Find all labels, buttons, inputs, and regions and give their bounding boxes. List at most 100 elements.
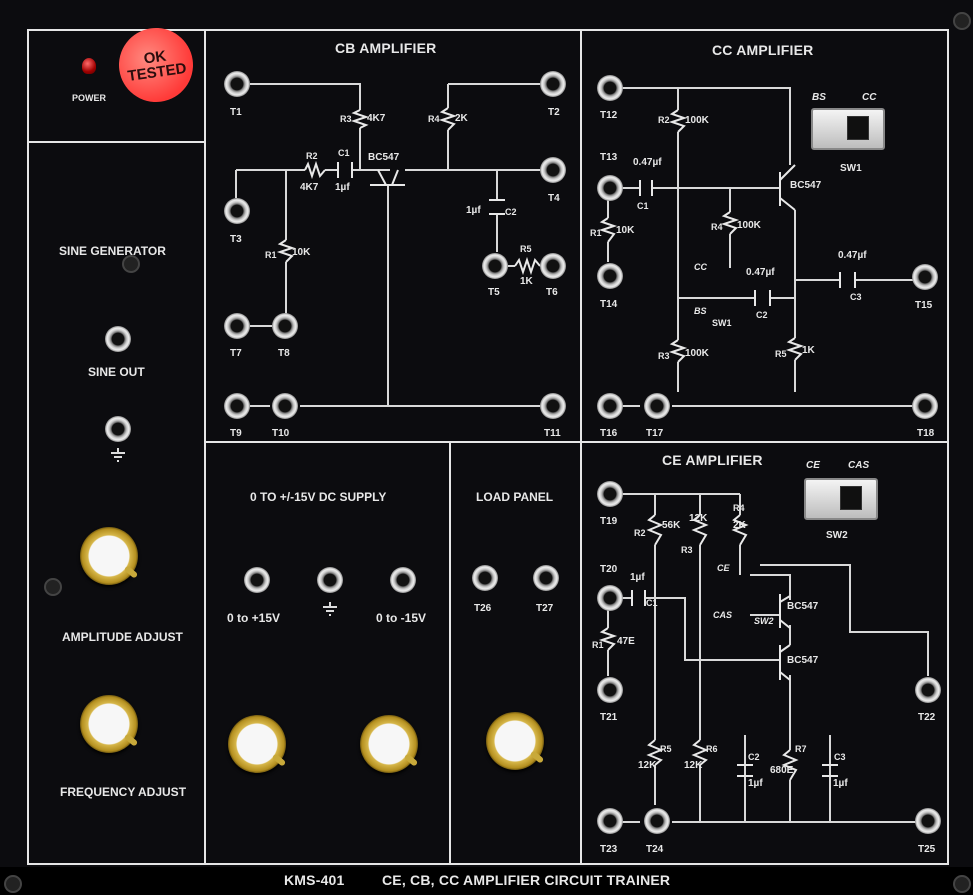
terminal-t27[interactable] [533,565,559,591]
terminal-t7[interactable] [224,313,250,339]
t8-label: T8 [278,348,290,359]
t16-label: T16 [600,428,618,439]
terminal-t10[interactable] [272,393,298,419]
cb-r2-ref: R2 [306,151,318,161]
terminal-t1[interactable] [224,71,250,97]
dc-pos-knob[interactable] [228,715,286,773]
panel-screw-bottom-left [4,875,22,893]
panel-screw-bottom-right [953,875,971,893]
terminal-t6[interactable] [540,253,566,279]
terminal-t9[interactable] [224,393,250,419]
dc-supply-title: 0 TO +/-15V DC SUPPLY [250,490,387,504]
cb-r3-value: 4K7 [367,113,386,124]
t15-label: T15 [915,300,933,311]
sticker-text: OK TESTED [126,47,188,85]
ce-c2-ref: C2 [748,752,760,762]
ce-transistor1-label: BC547 [787,601,819,612]
frequency-adjust-label: FREQUENCY ADJUST [60,785,187,799]
t3-label: T3 [230,234,242,245]
ce-r2-ref: R2 [634,528,646,538]
t27-label: T27 [536,603,554,614]
cc-c1-ref: C1 [637,201,649,211]
cc-r3-ref: R3 [658,351,670,361]
dc-neg-knob[interactable] [360,715,418,773]
panel-screw-top-right [953,12,971,30]
terminal-t20[interactable] [597,585,623,611]
sine-out-terminal[interactable] [105,326,131,352]
cb-c2-ref: C2 [505,207,517,217]
cc-c2-ref: C2 [756,310,768,320]
trainer-title: CE, CB, CC AMPLIFIER CIRCUIT TRAINER [382,872,671,888]
terminal-t25[interactable] [915,808,941,834]
ce-switch-sw2-pos: SW2 [754,616,774,626]
terminal-t4[interactable] [540,157,566,183]
t7-label: T7 [230,348,242,359]
ce-r7-ref: R7 [795,744,807,754]
terminal-t11[interactable] [540,393,566,419]
cc-r4-ref: R4 [711,222,723,232]
ground-icon [111,448,125,462]
cb-r3-ref: R3 [340,114,352,124]
t25-label: T25 [918,844,936,855]
t11-label: T11 [544,428,561,439]
terminal-t13[interactable] [597,175,623,201]
power-led [82,58,96,74]
dc-pos-terminal[interactable] [244,567,270,593]
cc-c1-value: 0.47µf [633,157,662,168]
terminal-t14[interactable] [597,263,623,289]
sine-ground-terminal[interactable] [105,416,131,442]
sw2-toggle-switch[interactable] [804,478,878,520]
terminal-t24[interactable] [644,808,670,834]
t10-label: T10 [272,428,290,439]
t18-label: T18 [917,428,935,439]
dc-neg-terminal[interactable] [390,567,416,593]
ce-c1-ref: C1 [646,598,658,608]
terminal-t26[interactable] [472,565,498,591]
cc-switch-sw1-pos: SW1 [712,318,732,328]
terminal-t12[interactable] [597,75,623,101]
terminal-t8[interactable] [272,313,298,339]
terminal-t21[interactable] [597,677,623,703]
cc-c3-ref: C3 [850,292,862,302]
cb-r5-ref: R5 [520,244,532,254]
cb-r4-value: 2K [455,113,468,124]
terminal-t22[interactable] [915,677,941,703]
terminal-t23[interactable] [597,808,623,834]
load-knob[interactable] [486,712,544,770]
sine-switch-screw [122,255,140,273]
terminal-t18[interactable] [912,393,938,419]
cb-r1-value: 10K [292,247,311,258]
t6-label: T6 [546,287,558,298]
terminal-t17[interactable] [644,393,670,419]
dc-ground-terminal[interactable] [317,567,343,593]
terminal-t3[interactable] [224,198,250,224]
dc-neg-label: 0 to -15V [376,611,427,625]
ce-r4-ref: R4 [733,503,745,513]
t20-label: T20 [600,564,618,575]
cc-transistor-label: BC547 [790,180,822,191]
ce-c2-value: 1µf [748,778,763,789]
ce-r5-value: 12K [638,760,657,771]
t13-label: T13 [600,152,618,163]
ce-r6-value: 12K [684,760,703,771]
cc-r5-ref: R5 [775,349,787,359]
ce-switch-cas-pos: CAS [713,610,733,620]
t14-label: T14 [600,299,618,310]
cc-c2-value: 0.47µf [746,267,775,278]
cc-r4-value: 100K [737,220,761,231]
ce-r4-value: 2K [733,520,746,531]
terminal-t2[interactable] [540,71,566,97]
amplitude-adjust-knob[interactable] [80,527,138,585]
terminal-t19[interactable] [597,481,623,507]
terminal-t15[interactable] [912,264,938,290]
cc-r2-value: 100K [685,115,709,126]
cc-amplifier-title: CC AMPLIFIER [712,42,814,58]
frequency-adjust-knob[interactable] [80,695,138,753]
t22-label: T22 [918,712,936,723]
ce-r6-ref: R6 [706,744,718,754]
sw1-toggle-switch[interactable] [811,108,885,150]
cc-r5-value: 1K [802,345,815,356]
terminal-t16[interactable] [597,393,623,419]
terminal-t5[interactable] [482,253,508,279]
